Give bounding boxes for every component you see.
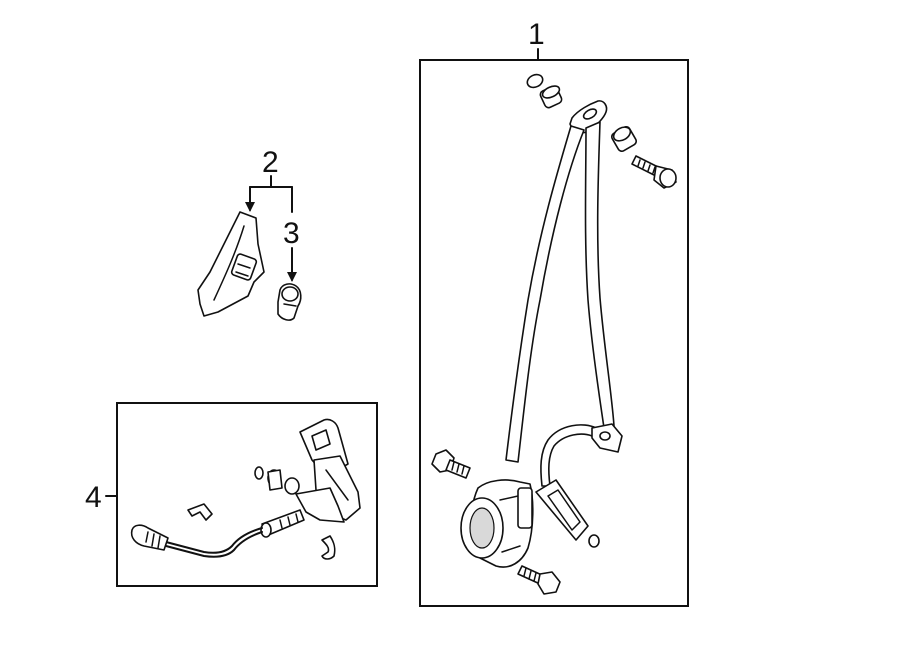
wire-connector xyxy=(130,524,169,551)
retractor-bolt-left xyxy=(431,449,471,479)
retractor xyxy=(460,479,534,568)
callout-4-group[interactable]: 4 xyxy=(85,481,118,514)
buckle-nut xyxy=(284,477,300,495)
buckle-release-button xyxy=(311,429,331,451)
lower-anchor-hole xyxy=(599,431,611,441)
retractor-bolt-bottom xyxy=(517,565,561,595)
callout-2-label[interactable]: 2 xyxy=(262,146,279,179)
belt-lower-loop xyxy=(540,424,597,487)
wire-clip-1 xyxy=(187,503,213,521)
trim-cover xyxy=(197,211,265,317)
spacer-bushing-top xyxy=(539,85,563,109)
buckle-base-bracket xyxy=(295,487,345,523)
washer-ring xyxy=(526,73,544,89)
anchor-bolt-upper xyxy=(631,155,677,189)
latch-plate xyxy=(535,479,589,541)
trim-clip xyxy=(277,283,302,321)
callout-2-group[interactable]: 2 xyxy=(245,146,293,213)
sensor-wire-2 xyxy=(165,531,263,558)
buckle-bolt-head xyxy=(260,522,272,538)
seat-belt-assembly-box xyxy=(419,59,689,607)
seat-belt-assembly-drawing xyxy=(431,73,677,595)
wire-clip-2 xyxy=(321,535,336,560)
belt-webbing-inner xyxy=(584,121,615,429)
sensor-wire xyxy=(165,527,263,554)
callout-4-label[interactable]: 4 xyxy=(85,481,102,514)
buckle-bolt-thread xyxy=(279,513,299,529)
buckle-assembly-drawing xyxy=(130,418,361,560)
callout-3-label[interactable]: 3 xyxy=(283,217,300,250)
buckle-assembly-box xyxy=(116,402,378,587)
wire-connector-ribs xyxy=(145,531,161,549)
belt-webbing-outer xyxy=(505,125,585,463)
anchor-plate-hole xyxy=(582,108,598,120)
callout-3-group[interactable]: 3 xyxy=(283,217,300,282)
latch-plate-slot xyxy=(547,489,581,531)
small-ring xyxy=(588,534,600,548)
buckle-spacer xyxy=(267,469,283,491)
buckle-washer-1 xyxy=(254,466,264,480)
spacer-bushing-side xyxy=(611,126,637,152)
callout-1-label[interactable]: 1 xyxy=(528,18,545,51)
buckle-stalk-seam xyxy=(325,469,349,501)
callout-1-group[interactable]: 1 xyxy=(528,18,545,61)
